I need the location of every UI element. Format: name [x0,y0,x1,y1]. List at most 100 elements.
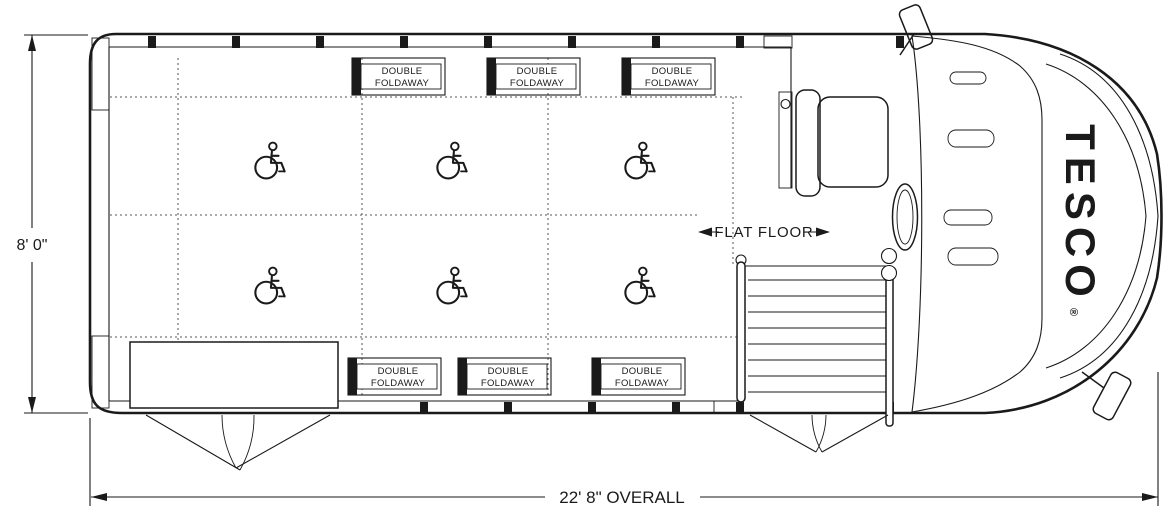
flat-floor-label: FLAT FLOOR [714,224,813,241]
console-knob [880,247,898,265]
seat-label-line2: FOLDAWAY [510,78,565,89]
window-post [484,36,492,48]
seat-label-box [360,63,442,90]
seat-label-line1: DOUBLE [378,366,419,377]
steering-wheel [880,183,919,282]
window-post [316,36,324,48]
dashboard-console [911,35,1043,413]
foldaway-seat-bottom-3: DOUBLE FOLDAWAY [591,357,686,396]
seat-label-line1: DOUBLE [517,66,558,77]
window-post [568,36,576,48]
seat-pedestal [592,358,601,395]
seat-pedestal [487,58,496,95]
window-post [652,36,660,48]
handrail-right [885,265,894,427]
console-knob [880,264,898,282]
entry-door-leaves [749,414,889,453]
tesco-logo: TESCO ® [1057,124,1104,316]
window-post [400,36,408,48]
floor-grid-horizontal-lines [110,96,742,338]
seat-label-line2: FOLDAWAY [375,78,430,89]
mirror-stalk [899,33,915,56]
seat-label-box [630,63,712,90]
seat-pedestal [348,358,357,395]
mirror-top [898,4,934,56]
rear-door-swing [145,414,331,471]
rear-bottom-corner-panel [91,335,110,409]
seat-label-line2: FOLDAWAY [371,378,426,389]
mirror-head [898,4,934,50]
entry-door-swing [749,414,889,453]
seat-label-line2: FOLDAWAY [645,78,700,89]
handrail-left [736,261,746,403]
foldaway-seat-top-3: DOUBLE FOLDAWAY [621,57,716,96]
seat-label-line1: DOUBLE [622,366,663,377]
dash-vent [947,247,999,266]
seat-pedestal [458,358,467,395]
rear-door-leaves [145,414,331,471]
dash-vent [943,209,993,226]
overall-length-label: 22' 8" OVERALL [559,488,685,507]
seat-label-line1: DOUBLE [488,366,529,377]
window-post [148,36,156,48]
driver-seat-back [795,89,821,197]
window-post [736,402,744,414]
dimension-overall-length: 22' 8" OVERALL [89,372,1159,507]
dash-vent [949,71,987,85]
dash-vent [947,129,995,148]
foldaway-seat-top-2: DOUBLE FOLDAWAY [486,57,581,96]
seat-label-line1: DOUBLE [382,66,423,77]
window-post [896,36,904,48]
dimension-extension-lines [89,372,1159,506]
foldaway-seat-bottom-1: DOUBLE FOLDAWAY [347,357,442,396]
mirror-head [1092,371,1132,421]
step-treads [748,279,886,393]
seat-label-line2: FOLDAWAY [481,378,536,389]
arrow-right-icon [816,227,830,237]
steering-wheel-rim [891,183,919,251]
floor-grid [110,58,742,395]
window-post [736,36,744,48]
foldaway-seat-bottom-2: DOUBLE FOLDAWAY [457,357,552,396]
steering-wheel-inner [896,189,914,245]
bumper-inner-line [1045,63,1147,369]
arrow-left-icon [91,493,107,501]
seat-label-box [466,363,548,390]
registered-mark: ® [1067,308,1079,316]
arrow-right-icon [1142,493,1158,501]
dimension-height: 8' 0" [17,34,88,414]
rear-compartment [129,341,339,409]
window-post [420,402,428,414]
window-post [504,402,512,414]
driver-seat [795,89,889,197]
entry-door-swing-arcs [811,414,827,453]
foldaway-seat-top-1: DOUBLE FOLDAWAY [351,57,446,96]
seat-label-box [495,63,577,90]
seat-pedestal [352,58,361,95]
window-post [672,402,680,414]
cowl-hatched-area [911,35,1043,413]
seat-label-line1: DOUBLE [652,66,693,77]
corner-panels [91,35,793,414]
window-post [232,36,240,48]
arrow-left-icon [698,227,712,237]
driver-partition [778,91,793,189]
seat-pedestal [622,58,631,95]
arrow-down-icon [28,397,36,413]
brand-name-label: TESCO [1057,124,1104,304]
rear-door-swing-arcs [221,414,255,471]
window-post [588,402,596,414]
seat-label-box [356,363,438,390]
flat-floor-callout: FLAT FLOOR [698,224,830,241]
height-dimension-label: 8' 0" [17,237,48,254]
rear-top-corner-panel [91,37,110,111]
mirror-stalk [1081,371,1105,389]
driver-seat-cushion [817,96,889,188]
bulkhead-top-panel [763,35,793,49]
partition-panel [778,91,793,189]
dimension-extension-lines [24,34,88,414]
mirror-bottom [1081,371,1132,421]
bumper-outer-line [1059,53,1159,379]
